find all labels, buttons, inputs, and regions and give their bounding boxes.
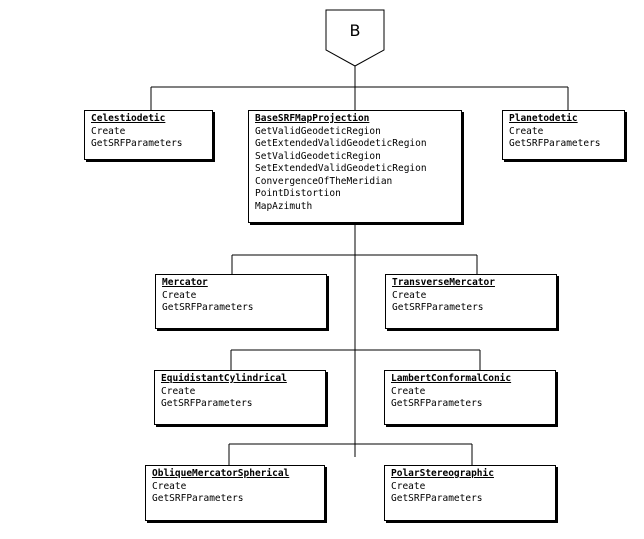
method-get-srf-parameters: GetSRFParameters — [509, 138, 601, 149]
class-title: Mercator — [162, 277, 208, 288]
method-create: Create — [161, 385, 196, 397]
class-title: LambertConformalConic — [391, 373, 512, 384]
class-title: EquidistantCylindrical — [161, 373, 287, 384]
class-box-mercator: Mercator Create GetSRFParameters — [155, 274, 327, 329]
method-get-srf-parameters: GetSRFParameters — [391, 493, 483, 504]
method-create: Create — [162, 289, 197, 301]
class-title: TransverseMercator — [392, 277, 495, 288]
method-get-extended-valid-geodetic-region: GetExtendedValidGeodeticRegion — [255, 138, 427, 149]
class-box-oblique-mercator-spherical: ObliqueMercatorSpherical Create GetSRFPa… — [145, 465, 325, 521]
method-create: Create — [509, 125, 544, 137]
class-box-celestiodetic: Celestiodetic Create GetSRFParameters — [84, 110, 213, 160]
method-point-distortion: PointDistortion — [255, 188, 341, 199]
method-get-srf-parameters: GetSRFParameters — [91, 138, 183, 149]
method-set-valid-geodetic-region: SetValidGeodeticRegion — [255, 150, 381, 162]
method-get-valid-geodetic-region: GetValidGeodeticRegion — [255, 125, 381, 137]
method-create: Create — [91, 125, 126, 137]
class-box-lambert-conformal-conic: LambertConformalConic Create GetSRFParam… — [384, 370, 556, 425]
class-title: BaseSRFMapProjection — [255, 113, 370, 124]
offpage-connector-shape — [325, 9, 385, 67]
class-title: ObliqueMercatorSpherical — [152, 468, 290, 479]
class-box-equidistant-cylindrical: EquidistantCylindrical Create GetSRFPara… — [154, 370, 326, 425]
class-title: Celestiodetic — [91, 113, 166, 124]
method-get-srf-parameters: GetSRFParameters — [161, 398, 253, 409]
class-title: Planetodetic — [509, 113, 578, 124]
class-box-planetodetic: Planetodetic Create GetSRFParameters — [502, 110, 625, 160]
method-get-srf-parameters: GetSRFParameters — [391, 398, 483, 409]
class-box-base-srf-map-projection: BaseSRFMapProjection GetValidGeodeticReg… — [248, 110, 462, 223]
method-get-srf-parameters: GetSRFParameters — [162, 302, 254, 313]
method-map-azimuth: MapAzimuth — [255, 200, 313, 212]
method-get-srf-parameters: GetSRFParameters — [152, 493, 244, 504]
class-box-polar-stereographic: PolarStereographic Create GetSRFParamete… — [384, 465, 556, 521]
method-create: Create — [391, 480, 426, 492]
method-convergence-of-the-meridian: ConvergenceOfTheMeridian — [255, 175, 393, 187]
class-title: PolarStereographic — [391, 468, 494, 479]
method-create: Create — [392, 289, 427, 301]
offpage-connector-label: B — [349, 20, 361, 40]
class-box-transverse-mercator: TransverseMercator Create GetSRFParamete… — [385, 274, 557, 329]
method-create: Create — [152, 480, 187, 492]
method-set-extended-valid-geodetic-region: SetExtendedValidGeodeticRegion — [255, 163, 427, 174]
method-get-srf-parameters: GetSRFParameters — [392, 302, 484, 313]
method-create: Create — [391, 385, 426, 397]
